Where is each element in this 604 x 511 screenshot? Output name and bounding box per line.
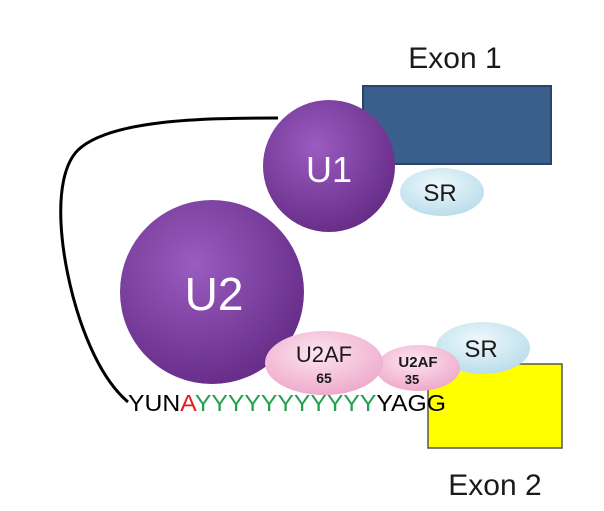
u2af65-label: U2AF — [296, 342, 352, 367]
sr-top-label: SR — [423, 180, 456, 207]
sr-top-protein — [400, 168, 484, 216]
u2af35-label: U2AF — [398, 354, 437, 371]
u2-snrnp — [120, 200, 304, 384]
exon2-label: Exon 2 — [448, 469, 541, 502]
u1-label: U1 — [306, 149, 352, 190]
sr-bottom-protein — [436, 322, 530, 374]
seq-part-yagg: YAGG — [376, 390, 446, 416]
u2af35-sublabel: 35 — [405, 372, 419, 387]
u2af65-sublabel: 65 — [316, 370, 332, 386]
u2af65-protein — [265, 331, 383, 395]
u1-snrnp — [263, 100, 395, 232]
exon1-box — [362, 85, 552, 165]
sr-bottom-label: SR — [464, 336, 497, 363]
seq-part-polypyrimidine: YYYYYYYYYYY — [195, 390, 376, 416]
seq-part-yun: YUN — [128, 390, 180, 416]
u2-label: U2 — [185, 268, 244, 320]
exon1-label: Exon 1 — [408, 42, 501, 75]
seq-part-branch-a: A — [180, 390, 197, 416]
u2af35-protein — [376, 345, 460, 391]
intron-loop-line — [59, 116, 279, 404]
exon2-box — [427, 363, 563, 449]
